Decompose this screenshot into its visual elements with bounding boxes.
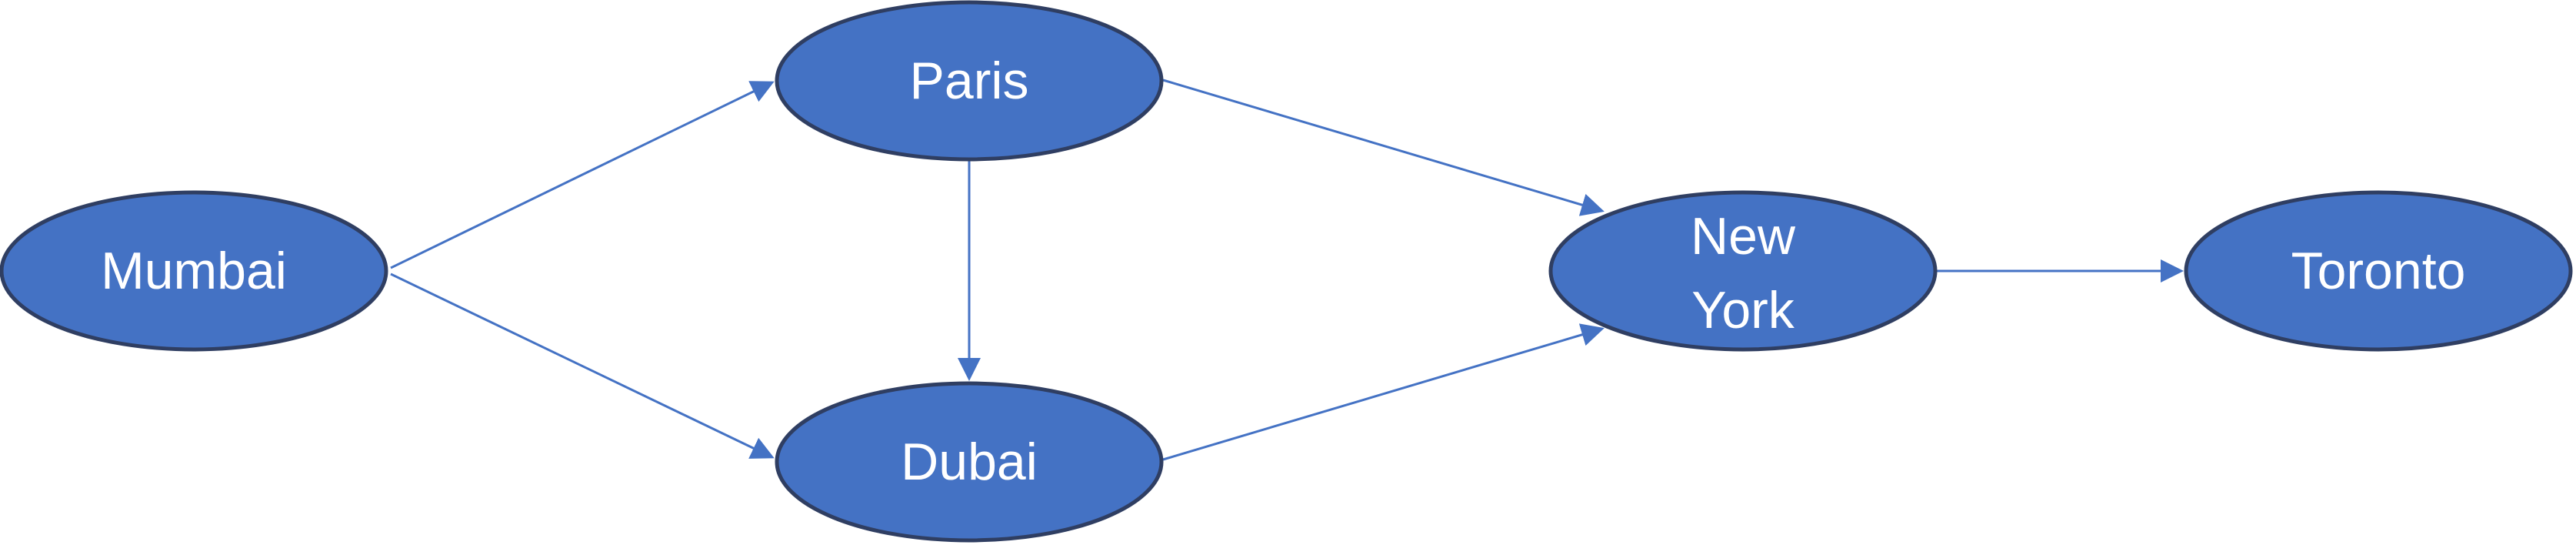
- node-new-york-label-line-2: York: [1691, 281, 1795, 339]
- edge-dubai-to-new-york: [1162, 323, 1605, 461]
- node-dubai: Dubai: [775, 381, 1164, 543]
- node-paris-shape: [775, 0, 1164, 162]
- node-dubai-label: Dubai: [901, 433, 1038, 491]
- node-mumbai-label: Mumbai: [101, 242, 287, 300]
- node-new-york-label-line-1: New: [1691, 207, 1796, 266]
- node-mumbai: Mumbai: [0, 190, 388, 352]
- edge-paris-to-new-york: [1162, 79, 1605, 216]
- node-paris-label: Paris: [910, 52, 1029, 110]
- edge-mumbai-to-paris: [390, 81, 775, 269]
- node-toronto-label: Toronto: [2291, 242, 2466, 300]
- node-mumbai-shape: [0, 190, 388, 352]
- node-new-york-shape: [1548, 190, 1938, 352]
- node-toronto: Toronto: [2184, 190, 2573, 352]
- node-dubai-shape: [775, 381, 1164, 543]
- node-new-york: New York: [1548, 190, 1938, 352]
- node-toronto-shape: [2184, 190, 2573, 352]
- edges: [390, 79, 2184, 461]
- node-paris: Paris: [775, 0, 1164, 162]
- edge-mumbai-to-dubai: [390, 272, 775, 459]
